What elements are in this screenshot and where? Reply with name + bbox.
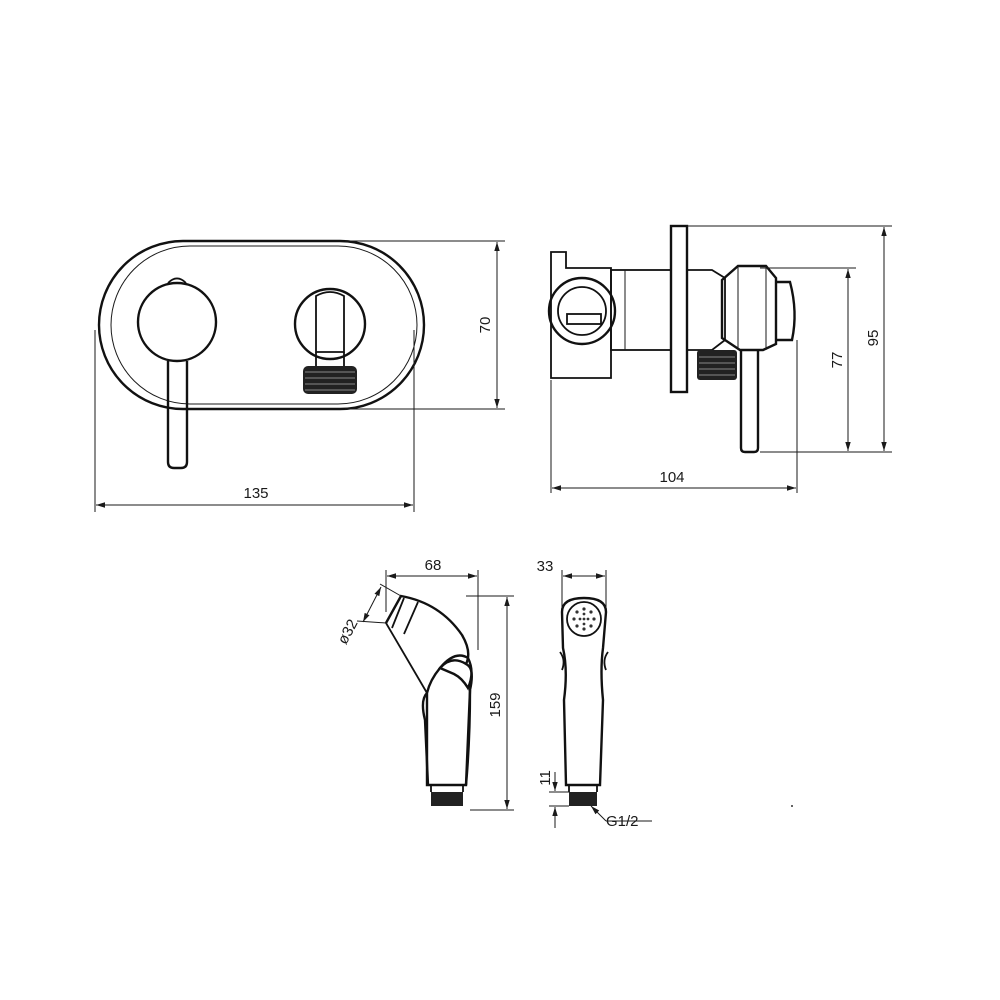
holder-ring: [293, 287, 367, 361]
handshower-thread: [431, 792, 463, 806]
dim-handshower-side-width: 33: [537, 558, 554, 575]
dim-line-d32: [362, 586, 382, 623]
spray-holes: [572, 607, 596, 631]
lever-knob: [136, 281, 218, 363]
handshower-trigger: [438, 654, 473, 691]
lever-handle: [166, 361, 189, 470]
spray-face: [566, 601, 602, 637]
side-view: 104 77 95: [547, 224, 892, 493]
handshower-body: [421, 689, 472, 786]
handshower-front-view: 33 11 G1/2: [537, 558, 652, 830]
holder-connector: [303, 366, 357, 394]
handshower-head: [384, 594, 473, 787]
dim-front-width: 135: [243, 485, 268, 502]
handshower-front-thread: [569, 792, 597, 806]
front-view: 135 70: [94, 239, 505, 512]
wall-bracket: [550, 251, 612, 379]
thread-leader: [590, 805, 607, 822]
handshower-side-view: 68 ø32 159: [334, 557, 514, 811]
dim-side-height-outer: 95: [865, 330, 882, 347]
dim-thread-height: 11: [537, 770, 554, 786]
front-plate-edge: [110, 245, 418, 405]
bracket-ring-outer: [547, 276, 617, 346]
dim-handshower-width: 68: [425, 557, 442, 574]
dim-handshower-length: 159: [487, 692, 504, 717]
front-plate-outline: [97, 239, 426, 411]
side-lever: [739, 350, 760, 454]
bracket-ring-inner: [557, 286, 607, 336]
lever-knob-top-bump: [167, 277, 187, 284]
dim-side-depth: 104: [659, 469, 684, 486]
handle-cap: [776, 280, 796, 342]
valve-body: [610, 269, 672, 351]
thread-spec-label: G1/2: [606, 813, 639, 830]
cover-plate: [669, 224, 689, 394]
front-body: [686, 269, 726, 351]
holder-inner: [315, 291, 345, 353]
dim-side-height-inner: 77: [829, 352, 846, 369]
dim-front-height: 70: [477, 317, 494, 334]
bracket-slot: [566, 313, 602, 325]
handle-head: [720, 264, 778, 352]
handshower-front-outline: [560, 596, 608, 787]
